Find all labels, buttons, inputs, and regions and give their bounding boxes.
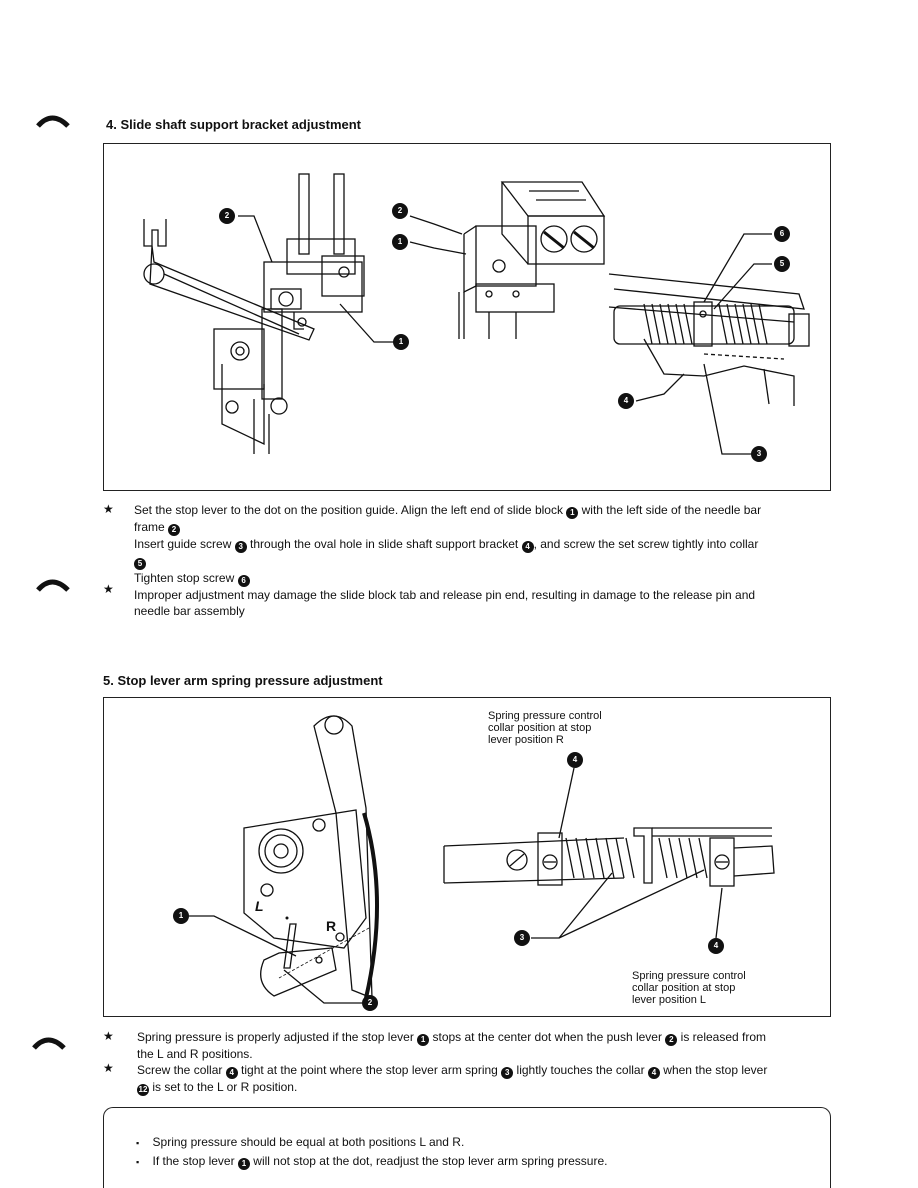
instruction-line: Spring pressure is properly adjusted if … [137,1030,767,1046]
instruction-line: needle bar assembly [134,604,245,618]
callout-5: 5 [776,258,788,270]
callout-2: 2 [221,210,233,222]
star-marker: ★ [103,1061,114,1075]
note-box: ▪ Spring pressure should be equal at bot… [103,1107,831,1188]
figure-5-spring-pressure: L R Spring pressure control collar posit… [103,697,831,1017]
figure-4-slide-shaft-bracket: 2 1 2 1 6 5 4 3 [103,143,831,491]
callout-1: 1 [394,236,406,248]
star-marker: ★ [103,502,114,516]
star-marker: ★ [103,582,114,596]
instruction-line: Set the stop lever to the dot on the pos… [134,503,762,519]
bullet-icon: ▪ [136,1157,140,1167]
callout-4: 4 [710,940,722,952]
note-line-1: ▪ Spring pressure should be equal at bot… [136,1135,465,1149]
dial-label-r: R [326,918,337,934]
section-5-instructions: Spring pressure is properly adjusted if … [137,1029,837,1096]
instruction-line: 5 [134,553,834,570]
callout-1: 1 [175,910,187,922]
instruction-line: the L and R positions. [137,1047,253,1061]
instruction-line: Screw the collar 4 tight at the point wh… [137,1063,768,1079]
instruction-line: Improper adjustment may damage the slide… [134,588,756,602]
instruction-line: Tighten stop screw 6 [134,570,834,587]
callout-4: 4 [569,754,581,766]
note-line-2: ▪ If the stop lever 1 will not stop at t… [136,1154,608,1170]
figure-4-drawing [143,173,810,462]
callout-3: 3 [753,448,765,460]
star-marker: ★ [103,1029,114,1043]
binder-hole-mark [32,1037,66,1050]
bullet-icon: ▪ [136,1138,140,1148]
binder-hole-mark [36,579,70,592]
label-collar-position-r: Spring pressure control collar position … [488,710,602,746]
instruction-line: frame 2 [134,519,834,536]
callout-4: 4 [620,395,632,407]
section-4-instructions: Set the stop lever to the dot on the pos… [134,502,834,619]
callout-1: 1 [395,336,407,348]
dial-label-l: L [255,898,264,914]
section-5-heading: 5. Stop lever arm spring pressure adjust… [103,673,383,688]
callout-3: 3 [516,932,528,944]
instruction-line: 12 is set to the L or R position. [137,1080,298,1096]
callout-6: 6 [776,228,788,240]
instruction-line: Insert guide screw 3 through the oval ho… [134,537,759,553]
callout-2: 2 [394,205,406,217]
callout-2: 2 [364,997,376,1009]
binder-hole-mark [36,115,70,128]
label-collar-position-l: Spring pressure control collar position … [632,970,746,1006]
section-4-heading: 4. Slide shaft support bracket adjustmen… [106,117,361,132]
